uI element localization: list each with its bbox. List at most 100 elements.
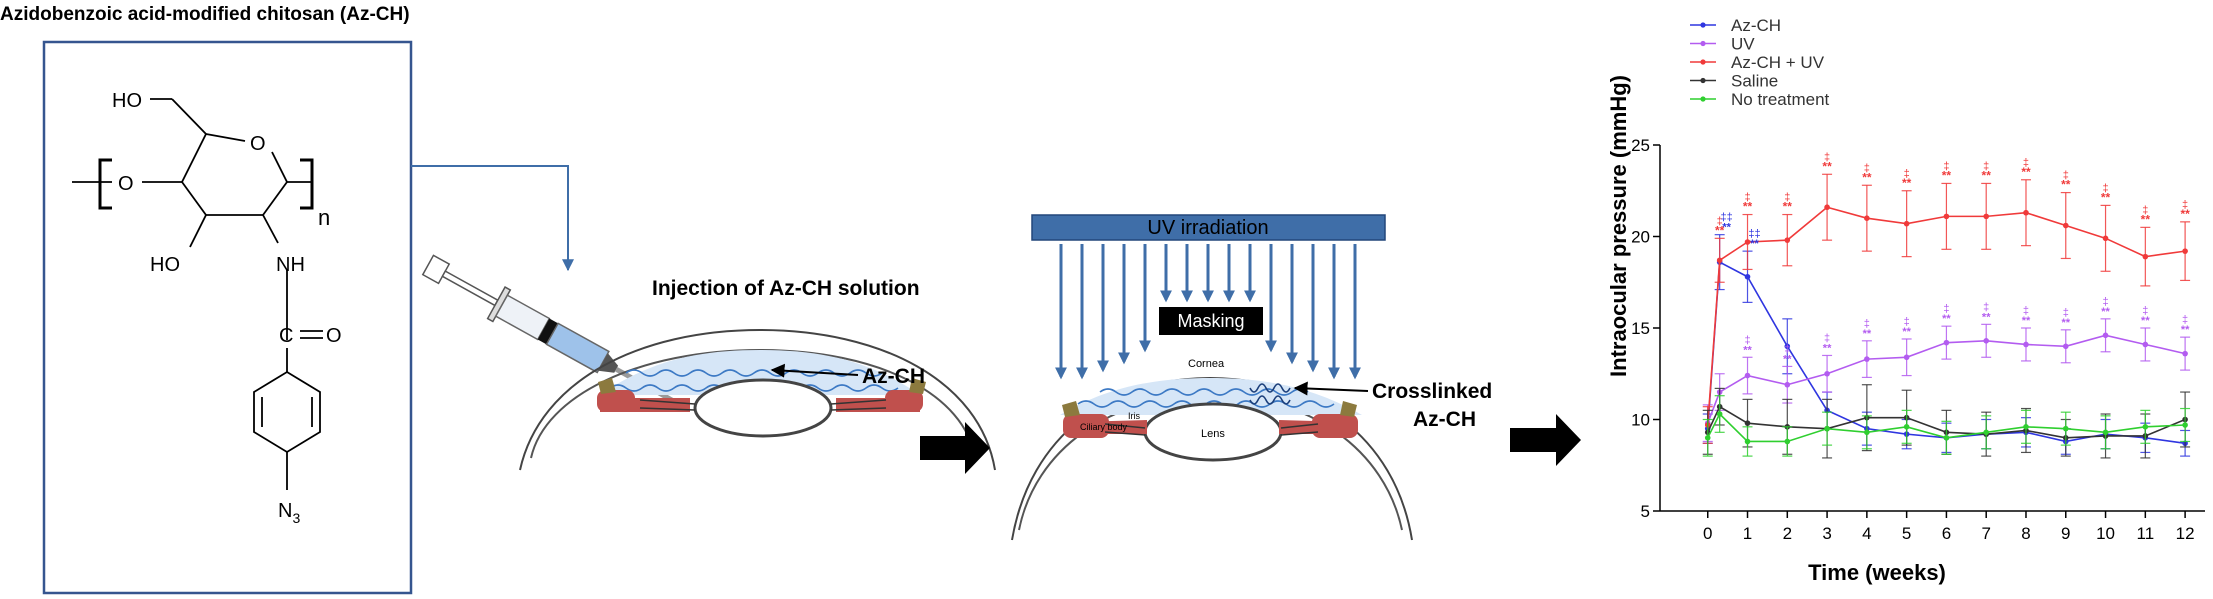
significance-mark: ‡ xyxy=(1784,192,1790,204)
significance-mark: ** xyxy=(1863,328,1872,340)
significance-mark: ‡ xyxy=(1983,160,1989,172)
azide-n: N xyxy=(278,500,292,522)
series-line xyxy=(1706,260,2186,445)
data-point xyxy=(2142,424,2149,430)
ho-top-label: HO xyxy=(112,90,142,112)
data-point xyxy=(1784,381,1791,388)
mask-label: Masking xyxy=(1177,311,1244,331)
eye-crosslinked xyxy=(1011,376,1413,541)
legend-label: UV xyxy=(1731,35,1755,54)
legend-label: Az-CH + UV xyxy=(1731,53,1825,72)
x-tick-label: 0 xyxy=(1703,524,1712,543)
x-axis-label: Time (weeks) xyxy=(1808,560,1946,585)
x-tick-label: 4 xyxy=(1862,524,1871,543)
significance-mark: ** xyxy=(1982,168,1992,182)
data-point xyxy=(1864,429,1870,436)
oxygen-left-label: O xyxy=(118,173,134,195)
az-ch-pointer-1 xyxy=(770,363,859,378)
data-point xyxy=(2102,429,2109,436)
x-tick-label: 3 xyxy=(1822,524,1831,543)
data-point xyxy=(2142,253,2149,260)
significance-mark: ‡ xyxy=(1824,332,1830,344)
data-point xyxy=(1943,213,1950,220)
data-point xyxy=(2182,422,2188,428)
data-point xyxy=(1716,411,1723,417)
mask-block xyxy=(1159,307,1263,335)
significance-mark: ‡ xyxy=(2063,170,2069,182)
azide-subscript: 3 xyxy=(292,510,300,526)
data-point xyxy=(2182,248,2188,254)
uv-banner xyxy=(1031,214,1386,241)
x-tick-label: 5 xyxy=(1902,524,1911,543)
legend-label: Az-CH xyxy=(1731,16,1781,35)
uv-banner-label: UV irradiation xyxy=(1147,217,1268,239)
y-tick-label: 10 xyxy=(1631,411,1650,430)
data-point xyxy=(2062,425,2069,432)
data-point xyxy=(1744,438,1751,445)
significance-mark: ** xyxy=(1750,238,1759,250)
series-line xyxy=(1707,412,2186,443)
significance-mark: ** xyxy=(1942,313,1951,325)
data-point xyxy=(1784,438,1791,445)
legend-label: No treatment xyxy=(1731,90,1830,109)
x-tick-label: 8 xyxy=(2021,524,2030,543)
significance-mark: ** xyxy=(2141,315,2150,327)
significance-mark: ‡ xyxy=(2102,296,2108,308)
significance-mark: ** xyxy=(1722,222,1731,234)
significance-mark: ‡ xyxy=(2102,182,2108,194)
y-axis-label: Intraocular pressure (mmHg) xyxy=(1606,75,1631,377)
az-ch-label-1: Az-CH xyxy=(862,365,925,388)
data-point xyxy=(1983,213,1990,220)
series-no-treatment xyxy=(1702,395,2191,457)
y-tick-label: 20 xyxy=(1631,228,1650,247)
iris-label: Iris xyxy=(1128,411,1140,421)
significance-mark: ‡ xyxy=(2182,314,2188,326)
syringe xyxy=(421,254,683,408)
significance-mark: ** xyxy=(1902,326,1911,338)
significance-mark: ** xyxy=(2101,306,2110,318)
significance-mark: ‡ xyxy=(2023,157,2029,169)
x-tick-label: 9 xyxy=(2061,524,2070,543)
y-tick-label: 5 xyxy=(1641,502,1650,521)
data-point xyxy=(1943,339,1950,346)
data-point xyxy=(1744,420,1751,426)
significance-mark: ‡ xyxy=(1864,318,1870,330)
data-point xyxy=(2062,343,2069,350)
connector-arrow xyxy=(411,165,574,272)
data-point xyxy=(1784,343,1791,350)
significance-mark: ‡ xyxy=(2142,204,2148,216)
significance-mark: ‡ xyxy=(1784,343,1790,355)
data-point xyxy=(1824,425,1830,432)
data-point xyxy=(1784,237,1791,243)
structure-frame xyxy=(42,40,413,595)
uv-rays xyxy=(1055,244,1361,380)
significance-mark: ** xyxy=(2021,165,2031,179)
x-tick-label: 2 xyxy=(1783,524,1792,543)
significance-mark: ** xyxy=(1862,170,1872,184)
significance-mark: ** xyxy=(1982,311,1991,323)
significance-mark: ** xyxy=(1743,344,1752,356)
x-tick-label: 11 xyxy=(2137,524,2155,543)
series-line xyxy=(1706,206,2186,426)
y-tick-label: 25 xyxy=(1631,136,1650,155)
significance-mark: ** xyxy=(2061,178,2071,192)
significance-mark: ** xyxy=(1822,159,1832,173)
crosslinked-line-1: Crosslinked xyxy=(1372,380,1492,403)
significance-mark: ‡ xyxy=(1824,151,1830,163)
significance-mark: ** xyxy=(2061,317,2070,329)
significance-mark: ‡‡ xyxy=(1748,228,1760,240)
chitosan-structure xyxy=(72,98,323,490)
carbonyl-o-label: O xyxy=(326,325,342,347)
x-tick-label: 7 xyxy=(1981,524,1990,543)
plot-series: **‡**‡**‡**‡**‡**‡**‡**‡**‡**‡**‡**‡**‡*… xyxy=(1702,151,2191,459)
data-point xyxy=(2182,350,2188,357)
legend-marker xyxy=(1700,96,1706,102)
data-point xyxy=(1903,220,1910,227)
data-point xyxy=(1903,424,1910,430)
data-point xyxy=(2102,332,2109,339)
crosslinked-pointer xyxy=(1293,381,1369,396)
